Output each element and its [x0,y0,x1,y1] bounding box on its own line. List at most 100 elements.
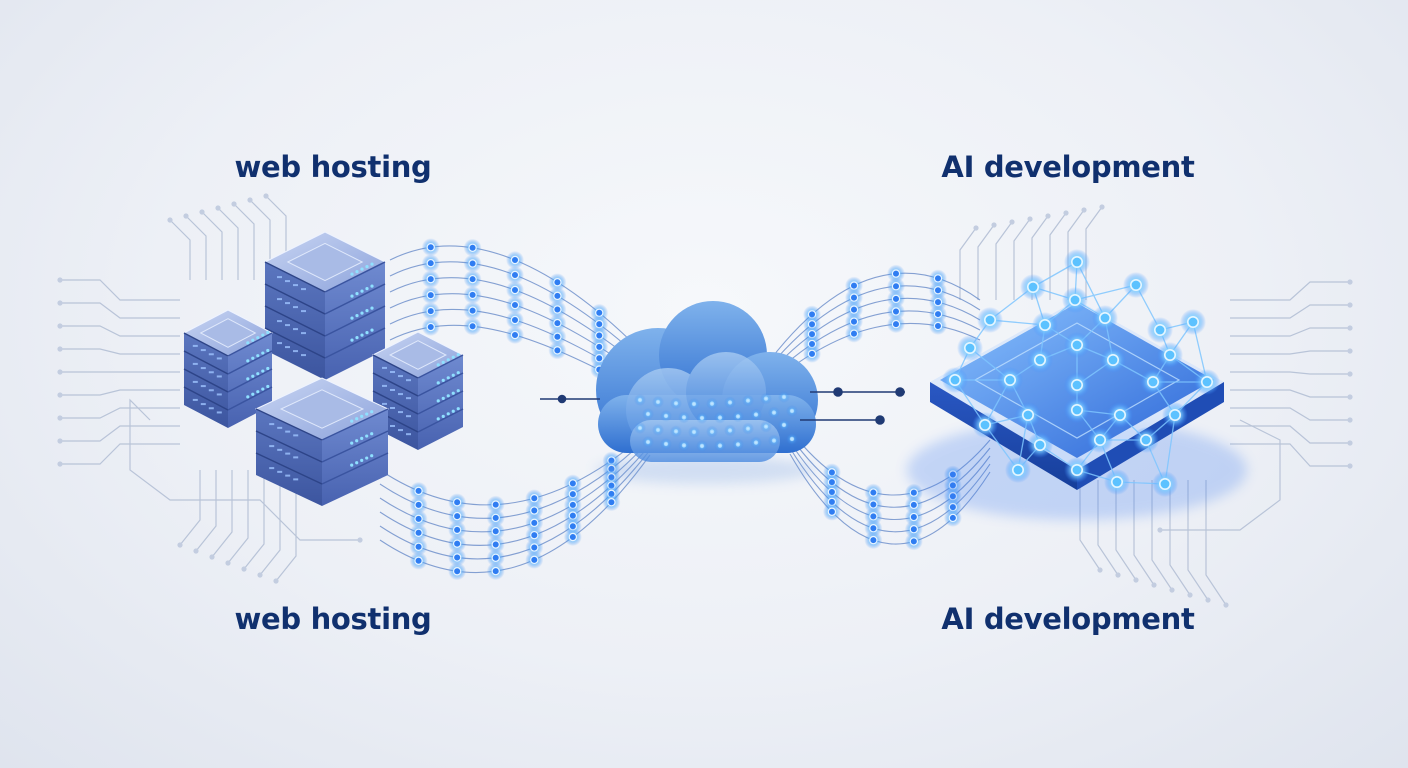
glow-dot [864,531,883,550]
glow-dot [463,254,482,273]
network-node [1020,274,1046,300]
glow-dot [448,520,467,539]
network-node [1107,402,1133,428]
glow-dot [887,264,905,283]
network-node [1027,432,1053,458]
network-node [1064,332,1090,358]
glow-dot [506,266,524,284]
network-node [1092,305,1118,331]
network-node [1064,249,1090,275]
glow-dot [506,251,524,269]
data-flow-dots [409,238,962,581]
glow-dot [943,508,962,527]
glow-dot [448,507,467,526]
glow-dot [506,326,524,344]
network-node [1100,347,1126,373]
glow-dot [506,296,524,314]
glow-dot [409,537,428,556]
glow-dot [486,535,505,554]
glow-dot [421,286,440,305]
glow-dot [448,562,467,581]
glow-dot [486,508,505,527]
network-node [997,367,1023,393]
network-node [972,412,998,438]
network-node [1032,312,1058,338]
ai-development-label-top: AI development [941,150,1195,184]
glow-dot [548,286,567,305]
network-node [1064,457,1090,483]
network-node [1064,372,1090,398]
glow-dot [525,513,544,532]
glow-dot [602,493,621,512]
glow-dot [409,509,428,528]
ai-chip-network-icon [907,249,1247,520]
network-node [1123,272,1149,298]
network-node [1162,402,1188,428]
glow-dot [421,318,440,337]
network-node [1027,347,1053,373]
glow-dot [486,495,505,514]
network-node [1087,427,1113,453]
glow-dot [525,489,544,508]
glow-dot [525,550,544,569]
glow-dot [486,562,505,581]
glow-dot [448,493,467,512]
glow-dot [409,523,428,542]
glow-dot [845,324,863,343]
network-node [1140,369,1166,395]
network-node [942,367,968,393]
glow-dot [548,273,567,292]
network-node [1064,397,1090,423]
glow-dot [463,301,482,320]
glow-dot [887,289,905,308]
glow-dot [548,341,567,360]
network-node [1015,402,1041,428]
glow-dot [929,316,947,335]
glow-dot [548,314,567,333]
cloud-icon [595,301,818,484]
ai-development-label-bottom: AI development [941,602,1195,636]
glow-dot [463,238,482,257]
network-node [957,335,983,361]
network-node [1194,369,1220,395]
web-hosting-label-bottom: web hosting [234,602,432,636]
glow-dot [887,302,905,321]
network-node [1062,287,1088,313]
connector-lines [540,387,905,425]
glow-dot [409,481,428,500]
network-node [1180,309,1206,335]
glow-dot [463,285,482,304]
network-node [977,307,1003,333]
network-node [1157,342,1183,368]
network-node [1147,317,1173,343]
glow-dot [409,551,428,570]
glow-dot [486,522,505,541]
glow-dot [421,254,440,273]
glow-dot [563,528,582,547]
glow-dot [448,548,467,567]
network-node [1152,471,1178,497]
glow-dot [904,532,923,551]
glow-dot [421,238,440,257]
glow-dot [421,270,440,289]
network-node [1104,469,1130,495]
circuit-traces-icon [57,193,1353,608]
glow-dot [525,526,544,545]
glow-dot [822,502,841,521]
glow-dot [463,270,482,289]
glow-dot [548,327,567,346]
network-node [1133,427,1159,453]
glow-dot [409,495,428,514]
glow-dot [463,317,482,336]
glow-dot [448,534,467,553]
glow-dot [506,281,524,299]
web-hosting-label-top: web hosting [234,150,432,184]
network-node [1005,457,1031,483]
glow-dot [803,344,821,363]
glow-dot [506,311,524,329]
glow-dot [887,315,905,334]
glow-dot [421,302,440,321]
server-stack-icon [182,231,465,506]
glow-dot [887,277,905,296]
